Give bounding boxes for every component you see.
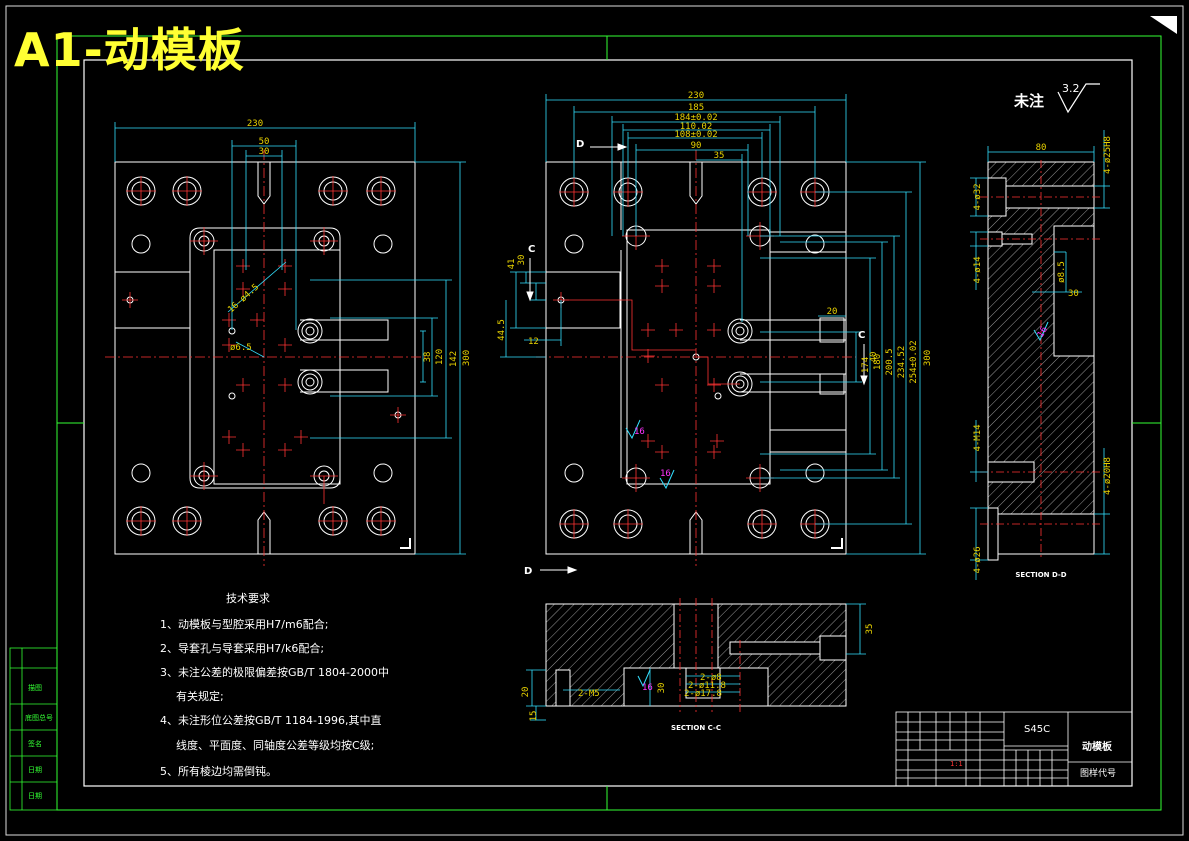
dim-text: 4-ø20H8 xyxy=(1103,457,1113,495)
tech-item: 3、未注公差的极限偏差按GB/T 1804-2000中 xyxy=(160,665,389,679)
roughness-mark: 16 xyxy=(642,683,653,693)
dim-text: 254±0.02 xyxy=(909,340,919,383)
side-strip-labels: 描图 底图总号 签名 日期 日期 xyxy=(25,683,53,800)
dim-text: 2-M5 xyxy=(578,689,600,699)
front-dimension-lines xyxy=(500,94,926,555)
tech-item: 线度、平面度、同轴度公差等级均按C级; xyxy=(176,738,374,752)
dim-text: 230 xyxy=(688,91,704,101)
dim-text: 4-ø32 xyxy=(973,183,983,210)
section-c-c: 35 20 15 30 2-M5 2-ø8 2-ø11.8 2-ø17.8 16… xyxy=(521,598,875,732)
page-title: A1-动模板 xyxy=(14,23,245,77)
dim-text: ø8.5 xyxy=(1057,261,1067,283)
dim-text: 15 xyxy=(529,711,539,722)
dim-text: 20 xyxy=(521,687,531,698)
roughness-label: 未注 xyxy=(1013,92,1044,110)
dim-text: 12 xyxy=(528,337,539,347)
front-hole-crosses xyxy=(553,177,830,539)
scale-mark: 1:1 xyxy=(950,760,963,768)
side-strip-label: 日期 xyxy=(28,766,42,774)
drawing-no-label: 图样代号 xyxy=(1080,767,1116,779)
material-text: S45C xyxy=(1024,724,1050,735)
roughness-mark: 16 xyxy=(660,469,671,479)
front-view: D C C D 230 185 184±0.02 110.02 108±0.02… xyxy=(497,91,933,577)
dim-text: 80 xyxy=(1036,143,1047,153)
dim-text: 108±0.02 xyxy=(674,130,717,140)
dim-text: 20 xyxy=(827,307,838,317)
roughness-mark: 16 xyxy=(634,427,645,437)
dim-text: 30 xyxy=(657,683,667,694)
dim-text: 180 xyxy=(873,354,883,370)
section-d-d: 80 4-ø32 4-ø14 ø8.5 30 4-ø25H8 4-M14 4-ø… xyxy=(970,130,1113,580)
front-section-arrows xyxy=(526,143,868,574)
plan-hole-crosses xyxy=(122,176,406,536)
front-labels: D C C D 230 185 184±0.02 110.02 108±0.02… xyxy=(497,91,933,577)
dim-text: 35 xyxy=(714,151,725,161)
dim-text: 38 xyxy=(423,352,433,363)
drawing-frame xyxy=(5,5,1184,836)
dim-text: 2-ø8 xyxy=(700,673,722,683)
plan-centerlines xyxy=(105,150,425,566)
callout-text: ø6.5 xyxy=(230,343,252,353)
section-mark-d: D xyxy=(524,566,532,577)
dim-text: 30 xyxy=(1068,289,1079,299)
side-strip-label: 描图 xyxy=(28,683,42,692)
section-caption: SECTION C-C xyxy=(671,724,721,732)
dim-text: 90 xyxy=(691,141,702,151)
section-mark-d: D xyxy=(576,139,584,150)
dim-text: 300 xyxy=(923,350,933,366)
title-block: S45C 动模板 图样代号 1:1 xyxy=(895,711,1133,787)
dim-text: 4-ø25H8 xyxy=(1103,136,1113,174)
tech-item: 1、动模板与型腔采用H7/m6配合; xyxy=(160,617,328,631)
dim-text: 184±0.02 xyxy=(674,113,717,123)
callout-text: 16-ø4.5 xyxy=(226,282,261,315)
side-strip-label: 签名 xyxy=(28,739,42,748)
side-strip-label: 底图总号 xyxy=(25,713,53,722)
tech-item: 2、导套孔与导套采用H7/k6配合; xyxy=(160,641,324,655)
plan-view: 230 50 30 38 120 142 300 16-ø4.5 ø6.5 xyxy=(105,119,472,566)
dim-text: 120 xyxy=(435,349,445,365)
roughness-symbol xyxy=(1057,83,1100,114)
roughness-mark: 16 xyxy=(1036,325,1050,339)
roughness-note: 未注 3.2 xyxy=(1013,82,1100,114)
dim-text: 2-ø11.8 xyxy=(688,681,726,691)
front-centerlines xyxy=(536,150,856,566)
dim-text: 35 xyxy=(865,624,875,635)
section-mark-c: C xyxy=(528,244,535,255)
roughness-value: 3.2 xyxy=(1062,82,1080,95)
dim-text: 174 xyxy=(861,357,871,373)
dim-text: 142 xyxy=(449,351,459,367)
tech-item: 4、未注形位公差按GB/T 1184-1996,其中直 xyxy=(160,713,381,727)
tech-requirements: 技术要求 1、动模板与型腔采用H7/m6配合; 2、导套孔与导套采用H7/k6配… xyxy=(160,592,389,778)
dim-text: 200.5 xyxy=(885,348,895,375)
dim-text: 4-M14 xyxy=(973,424,983,451)
tech-heading: 技术要求 xyxy=(226,592,270,605)
dim-text: 40 xyxy=(869,352,879,363)
dim-text: 41 xyxy=(507,259,517,270)
dim-text: 4-ø14 xyxy=(973,256,983,283)
plan-dimension-lines xyxy=(114,122,466,555)
roughness-symbol xyxy=(625,419,675,490)
dim-text: 230 xyxy=(247,119,263,129)
section-mark-c: C xyxy=(858,330,865,341)
tech-item: 5、所有棱边均需倒钝。 xyxy=(160,764,277,778)
part-name-text: 动模板 xyxy=(1082,740,1113,753)
dim-text: 4-ø26 xyxy=(973,546,983,573)
dim-text: 185 xyxy=(688,103,704,113)
tech-item: 有关规定; xyxy=(176,689,224,703)
side-strip-label: 日期 xyxy=(28,792,42,800)
dim-text: 30 xyxy=(517,255,527,266)
dim-text: 2-ø17.8 xyxy=(684,689,722,699)
dim-text: 50 xyxy=(259,137,270,147)
plan-dimension-texts: 230 50 30 38 120 142 300 16-ø4.5 ø6.5 xyxy=(226,119,472,367)
dim-text: 44.5 xyxy=(497,319,507,341)
dim-text: 110.02 xyxy=(680,122,713,132)
dim-text: 30 xyxy=(259,147,270,157)
section-caption: SECTION D-D xyxy=(1015,571,1066,579)
dim-text: 234.52 xyxy=(897,346,907,379)
dim-text: 300 xyxy=(462,350,472,366)
side-strip xyxy=(9,647,58,811)
